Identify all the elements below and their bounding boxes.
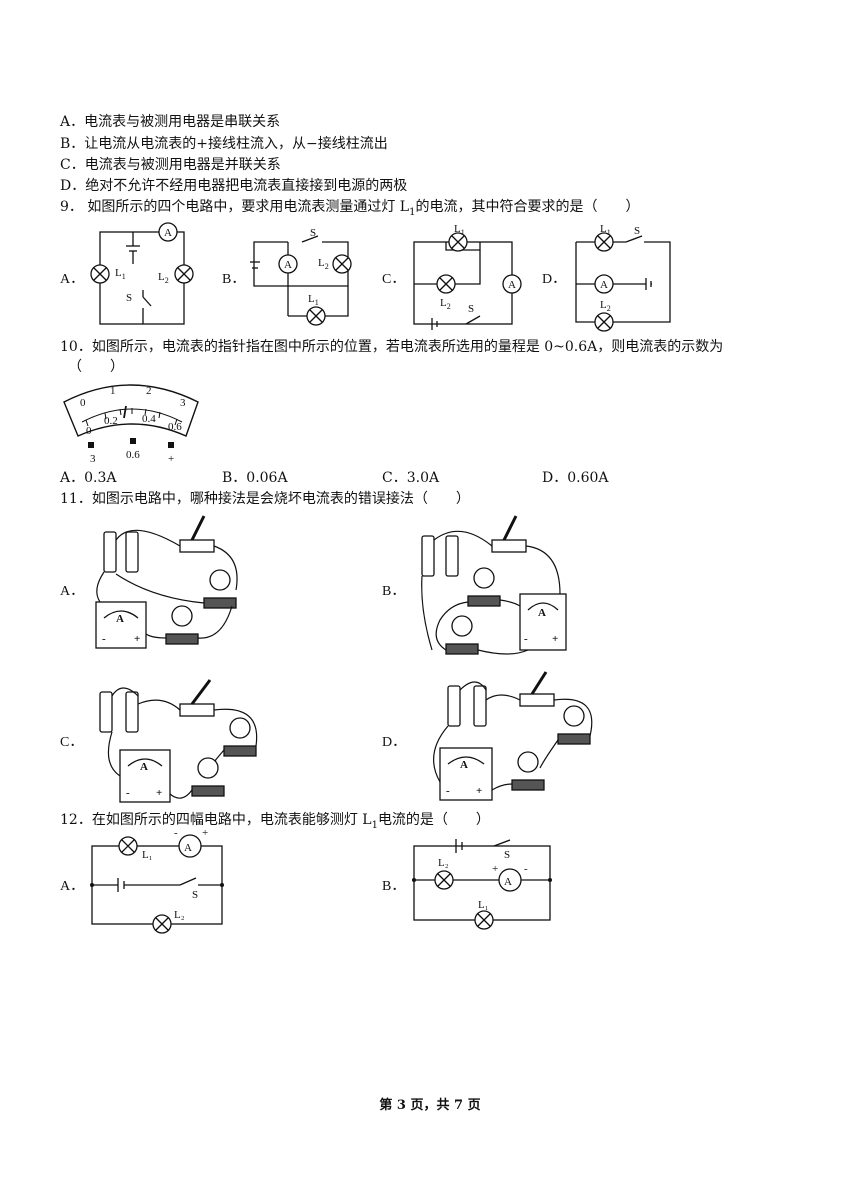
q10-option-d: D．0.60A — [542, 470, 609, 486]
q8-option-a: A．电流表与被测用电器是串联关系 — [60, 114, 281, 130]
q9-circuit-a: A L1 L2 S — [90, 222, 194, 325]
q12b-plus: + — [492, 863, 498, 875]
meter-terminal-06: 0.6 — [126, 449, 140, 461]
q9c-lamp1-label: L1 — [454, 223, 465, 237]
page-footer: 第 3 页，共 7 页 — [379, 1098, 481, 1113]
q9b-lamp2-label: L2 — [318, 257, 329, 271]
q11d-meter-letter: A — [460, 759, 468, 771]
q11c-meter-letter: A — [140, 761, 148, 773]
q9a-lamp1-label: L1 — [115, 267, 126, 281]
q11d-minus: - — [446, 785, 450, 797]
q9d-lamp1-label: L1 — [600, 223, 611, 237]
q12b-ammeter-letter: A — [504, 876, 512, 888]
meter-top-0: 0 — [80, 397, 86, 409]
q12-stem-sub: 1 — [371, 819, 378, 831]
q9-stem: 9． 如图所示的四个电路中，要求用电流表测量通过灯 L1的电流，其中符合要求的是… — [60, 198, 639, 222]
q9b-ammeter-letter: A — [284, 259, 292, 271]
q9-label-b: B． — [222, 272, 246, 287]
meter-terminal-plus: + — [168, 453, 174, 465]
q12-circuit-b: L₂ S + - A L₁ — [412, 839, 552, 930]
meter-terminal-3: 3 — [90, 453, 96, 465]
q12a-ammeter-letter: A — [184, 842, 192, 854]
meter-top-3: 3 — [180, 397, 186, 409]
q9-label-c: C． — [382, 272, 406, 287]
q10-option-a: A．0.3A — [60, 470, 117, 486]
q12-circuit-a: L₁ A - + S L₂ — [90, 827, 224, 934]
q9d-switch-label: S — [634, 225, 640, 237]
q11a-plus: + — [134, 633, 140, 645]
q10-ammeter-dial: 0 1 2 3 0 0.2 0.4 0.6 3 0.6 + — [63, 384, 199, 465]
q8-option-d: D．绝对不允许不经用电器把电流表直接接到电源的两极 — [60, 178, 408, 194]
q11-circuit-d: A - + — [433, 671, 593, 801]
q9a-ammeter-letter: A — [164, 227, 172, 239]
q9-stem-sub: 1 — [409, 206, 416, 218]
q11-stem: 11．如图示电路中，哪种接法是会烧坏电流表的错误接法（ ） — [60, 491, 470, 507]
q11-circuit-c: A - + — [99, 679, 258, 803]
q9d-ammeter-letter: A — [600, 279, 608, 291]
q9-stem-post: 的电流，其中符合要求的是（ ） — [415, 199, 640, 215]
q9-circuit-d: L1 A S L2 — [575, 223, 671, 332]
q11b-meter-letter: A — [538, 607, 546, 619]
q12b-l1-label: L₁ — [478, 899, 489, 911]
meter-bottom-0: 0 — [86, 425, 92, 437]
q12a-l2-label: L₂ — [174, 909, 185, 921]
q12b-switch-label: S — [504, 849, 510, 861]
q9a-switch-label: S — [126, 292, 132, 304]
q12-label-a: A． — [60, 879, 85, 894]
meter-top-2: 2 — [146, 385, 152, 397]
q11c-plus: + — [156, 787, 162, 799]
q10-stem-line2: （ ） — [68, 359, 124, 375]
q8-option-c: C．电流表与被测用电器是并联关系 — [60, 157, 281, 173]
meter-bottom-3: 0.6 — [168, 421, 182, 433]
q11a-meter-letter: A — [116, 613, 124, 625]
q11b-minus: - — [524, 633, 528, 645]
q11c-minus: - — [126, 787, 130, 799]
q10-option-c: C．3.0A — [382, 470, 440, 486]
q11b-plus: + — [552, 633, 558, 645]
q12a-plus: + — [202, 827, 208, 839]
q9c-lamp2-label: L2 — [440, 297, 451, 311]
q11d-plus: + — [476, 785, 482, 797]
q9-stem-pre: 9． 如图所示的四个电路中，要求用电流表测量通过灯 L — [60, 199, 410, 215]
q11-label-b: B． — [382, 584, 406, 599]
q12-stem-pre: 12．在如图所示的四幅电路中，电流表能够测灯 L — [60, 812, 372, 828]
q9-label-d: D． — [542, 272, 567, 287]
q12b-minus: - — [524, 863, 528, 875]
q9d-lamp2-label: L2 — [600, 299, 611, 313]
q9a-lamp2-label: L2 — [158, 271, 169, 285]
q9c-switch-label: S — [468, 303, 474, 315]
q11-label-a: A． — [60, 584, 85, 599]
q11-circuit-b: A - + — [421, 515, 567, 655]
q12-stem-post: 电流的是（ ） — [377, 812, 490, 828]
q10-stem-line1: 10．如图所示，电流表的指针指在图中所示的位置，若电流表所选用的量程是 0~0.… — [60, 339, 724, 355]
q9c-ammeter-letter: A — [508, 279, 516, 291]
q12a-minus: - — [174, 827, 178, 839]
q12-stem: 12．在如图所示的四幅电路中，电流表能够测灯 L1电流的是（ ） — [60, 811, 490, 835]
q12-label-b: B． — [382, 879, 406, 894]
q9b-switch-label: S — [310, 227, 316, 239]
q10-option-b: B．0.06A — [222, 470, 288, 486]
q11-circuit-a: A - + — [95, 515, 238, 649]
q9-circuit-c: L1 L2 A S — [413, 223, 522, 330]
q9-label-a: A． — [60, 272, 85, 287]
q12b-l2-label: L₂ — [438, 857, 449, 869]
q11a-minus: - — [102, 633, 106, 645]
q12a-switch-label: S — [192, 889, 198, 901]
meter-bottom-1: 0.2 — [104, 415, 118, 427]
q9b-lamp1-label: L1 — [308, 293, 319, 307]
q8-option-b: B．让电流从电流表的+接线柱流入，从−接线柱流出 — [60, 136, 388, 152]
q12a-l1-label: L₁ — [142, 849, 153, 861]
meter-top-1: 1 — [110, 385, 116, 397]
q9-circuit-b: A S L2 L1 — [250, 227, 352, 326]
meter-bottom-2: 0.4 — [142, 413, 156, 425]
q11-label-c: C． — [60, 735, 84, 750]
q11-label-d: D． — [382, 735, 407, 750]
